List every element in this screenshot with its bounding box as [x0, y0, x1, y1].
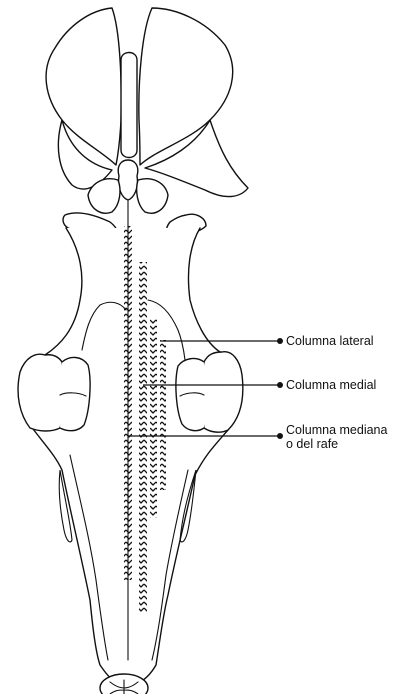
thalamus [46, 8, 248, 200]
label-text-mediana-1: Columna mediana [286, 423, 387, 437]
right-pons-inner [176, 359, 204, 431]
leader-dot-lateral [277, 338, 283, 344]
lateral-column-b [160, 340, 166, 490]
leader-dot-medial [277, 382, 283, 388]
leader-dot-mediana [277, 433, 283, 439]
label-text-mediana-2: o del rafe [286, 437, 338, 451]
median-raphe-column [124, 226, 132, 580]
pineal-body [118, 160, 138, 200]
pineal-stalk [121, 53, 137, 158]
right-colliculus [137, 179, 168, 213]
label-text-lateral: Columna lateral [286, 334, 374, 348]
left-middle-cerebellar-peduncle [18, 354, 65, 431]
left-thalamus [46, 8, 121, 165]
medial-column [139, 262, 147, 612]
right-middle-cerebellar-peduncle [201, 352, 243, 432]
left-pons-inner [60, 357, 90, 430]
lateral-column-a [150, 318, 157, 518]
label-text-medial: Columna medial [286, 378, 376, 392]
